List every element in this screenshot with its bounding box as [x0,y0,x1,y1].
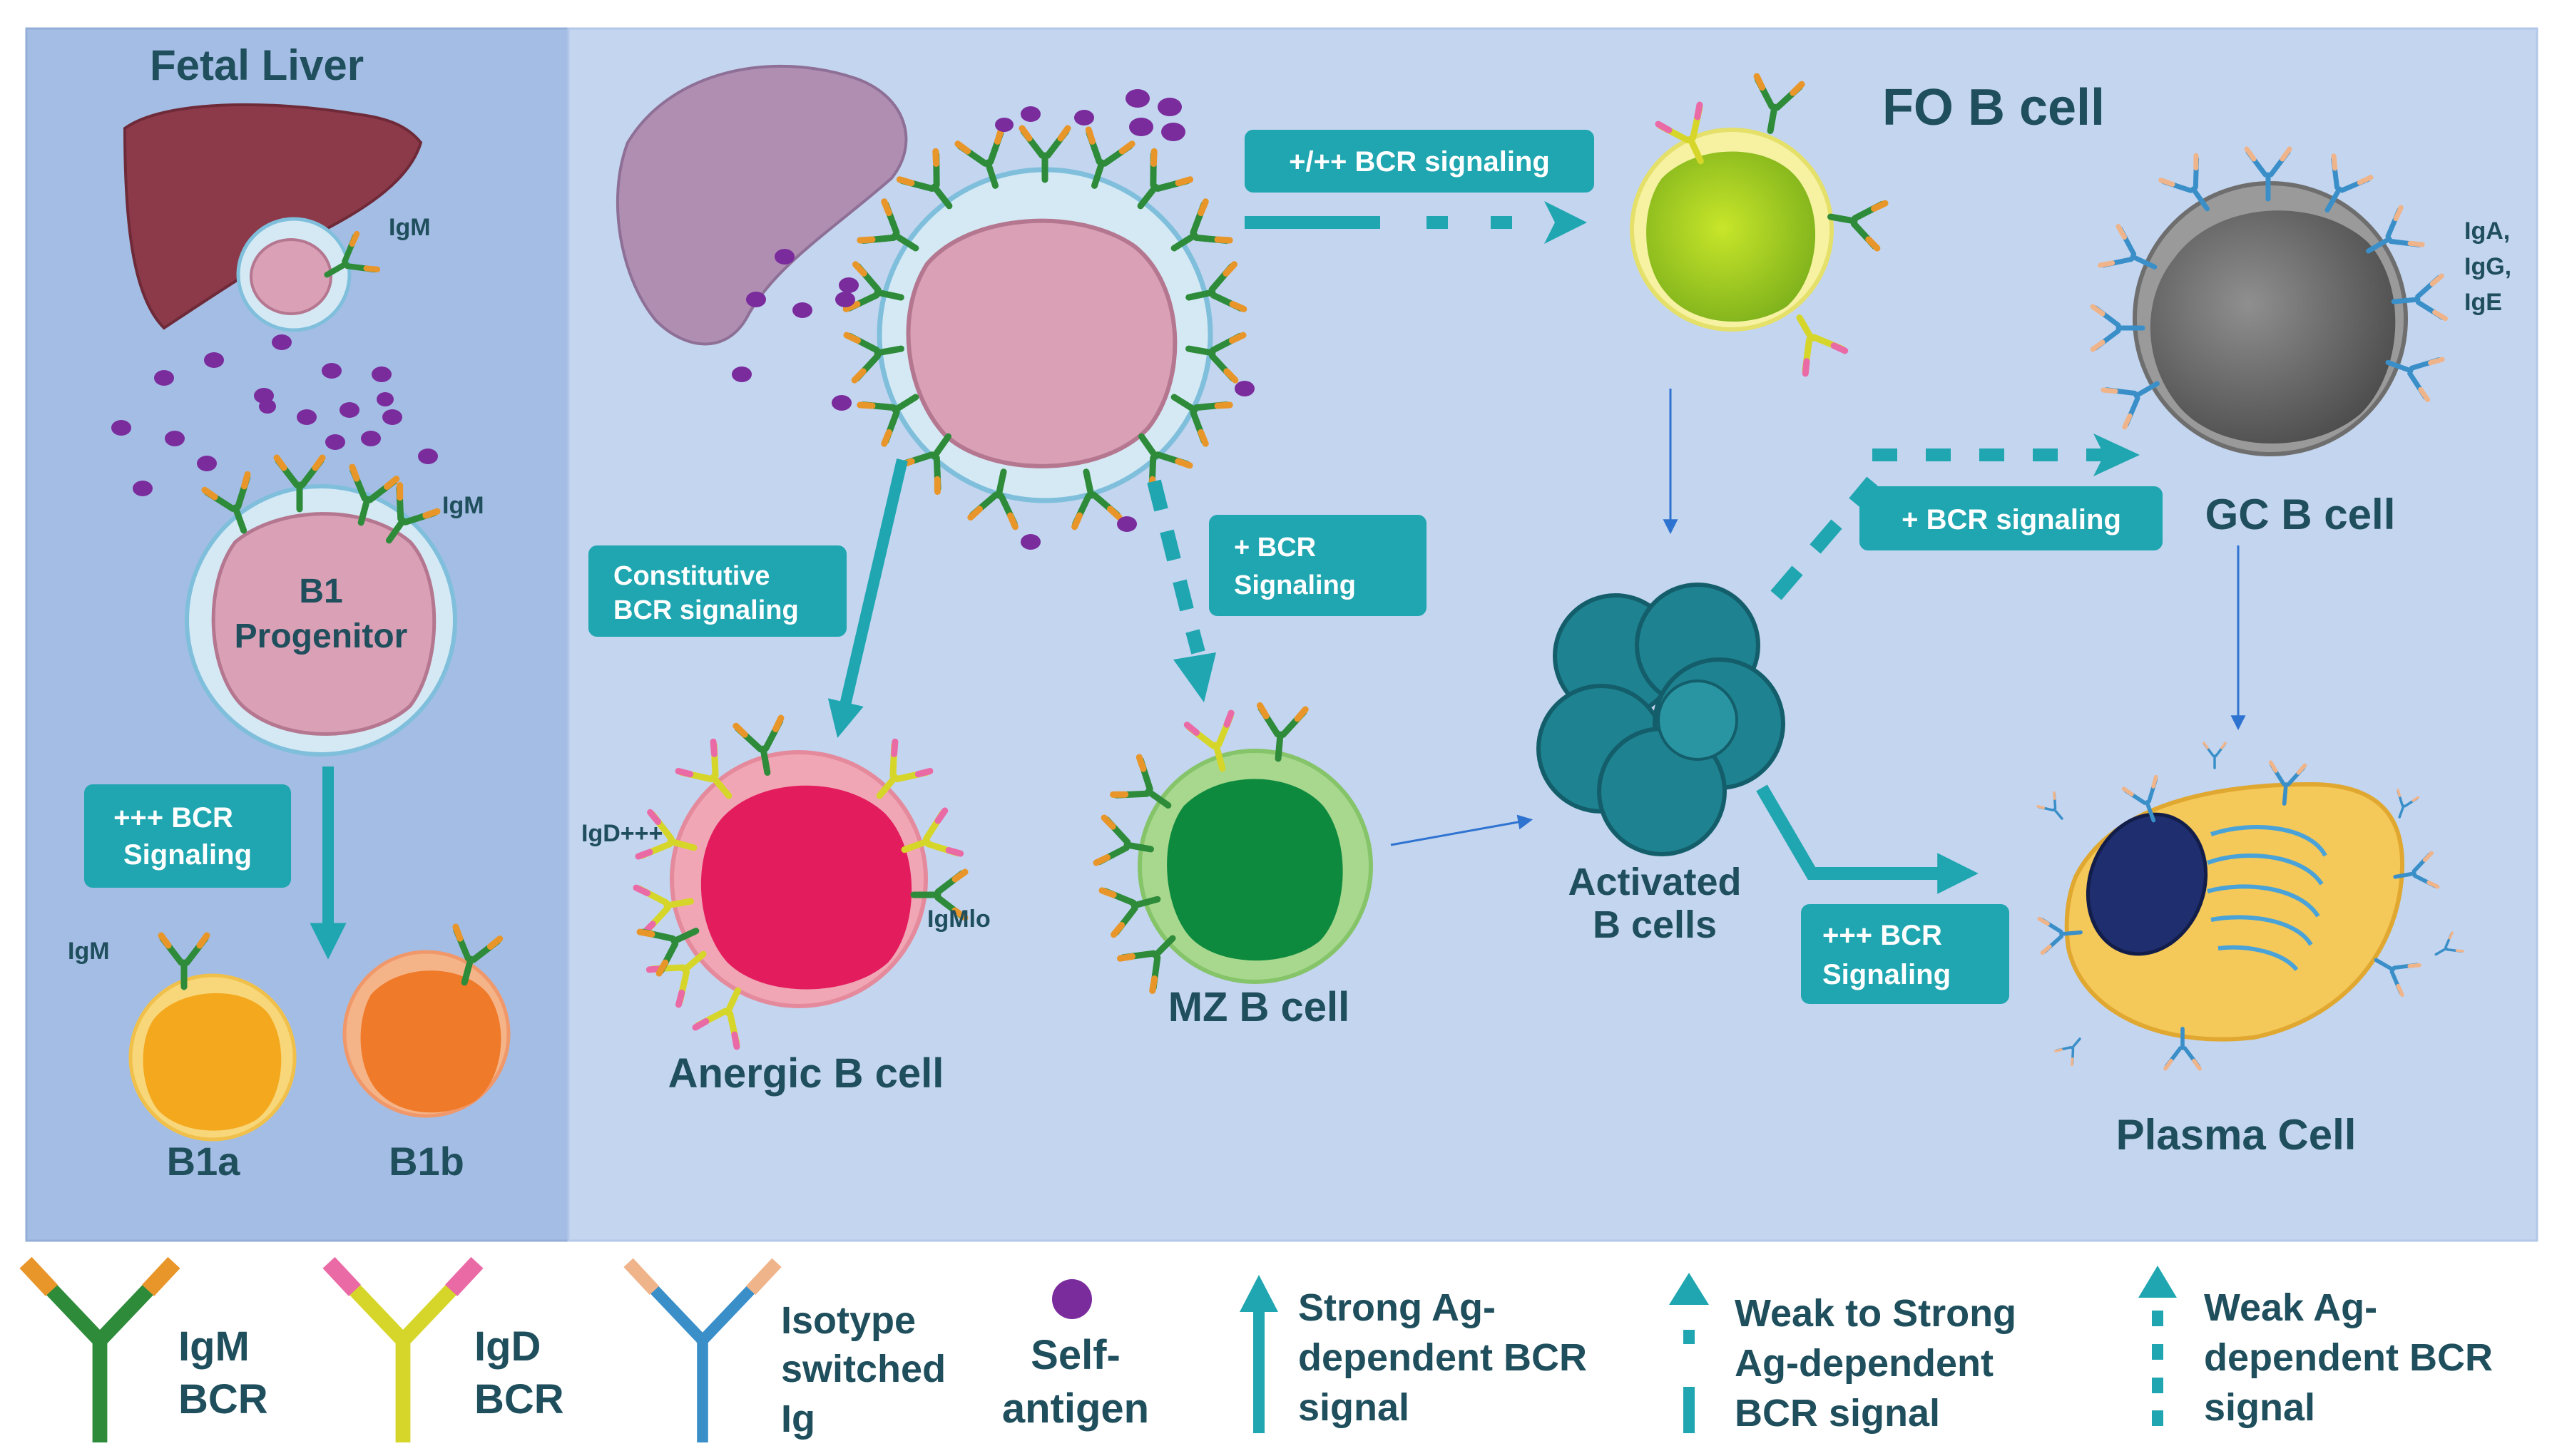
plasma-signal-box [1801,904,2009,1004]
activated-to-gc-dash-arrow [1770,434,2140,600]
igd-plus-label: IgD+++ [581,820,663,847]
immature-b-cell-nucleus [906,218,1178,468]
self-antigen-cluster-left [111,334,438,496]
legend-strong-line3: signal [1298,1386,1409,1429]
b1-progenitor-label-line1: B1 [299,573,342,610]
constitutive-signal-line1: Constitutive [613,561,770,591]
legend-igd-icon [322,1256,484,1442]
constitutive-signal-line2: BCR signaling [613,595,799,625]
mz-signal-line1: + BCR [1234,533,1316,563]
fo-signal-box [1245,130,1594,193]
left-signal-box-line1: +++ BCR [113,802,233,834]
constitutive-signal-arrow [827,458,908,738]
legend-weak-line1: Weak Ag- [2204,1286,2377,1329]
self-antigen-cluster-spleen [732,89,1185,382]
legend-weak-line3: signal [2204,1386,2315,1429]
b1b-cell-nucleus [360,970,501,1113]
igm-label-progenitor: IgM [442,492,484,519]
legend-igm-icon [19,1256,180,1442]
activated-to-plasma-arrow [1756,784,1979,894]
igmlo-label: IgMlo [927,906,991,933]
mz-to-activated-arrow [1390,814,1533,846]
fetal-liver-title: Fetal Liver [150,41,364,89]
iga-label: IgA, [2464,217,2510,245]
constitutive-signal-box [588,545,847,637]
legend-isotype-line1: Isotype [781,1299,916,1342]
anergic-b-cell-label: Anergic B cell [668,1050,944,1097]
legend-igd-line2: BCR [474,1376,564,1422]
mz-b-cell-nucleus [1167,779,1343,961]
fo-signal-box-text: +/++ BCR signaling [1289,146,1550,178]
fo-dash-arrow [1245,201,1587,244]
ige-label: IgE [2464,289,2502,316]
fetal-liver-organ [123,103,423,330]
gc-b-cell-nucleus [2150,210,2396,444]
legend-wts-line3: BCR signal [1735,1392,1940,1435]
b1-progenitor-nucleus [211,512,437,736]
b1-progenitor-label-line2: Progenitor [235,617,408,655]
mz-dash-arrow [1147,479,1216,702]
legend-self-line2: antigen [1002,1385,1149,1432]
legend-isotype-line3: Ig [781,1398,815,1440]
left-signal-box [84,784,291,888]
left-signal-box-line2: Signaling [123,839,252,871]
legend-isotype-icon [623,1258,782,1442]
activated-b-cells-line1: Activated [1568,861,1741,903]
bound-self-antigens [832,106,1255,550]
igg-label: IgG, [2464,253,2511,280]
legend-weak-arrow-icon [2138,1266,2177,1426]
gc-signal-box-text: + BCR signaling [1902,504,2121,535]
legend-wts-line1: Weak to Strong [1735,1292,2016,1335]
legend-strong-line1: Strong Ag- [1298,1286,1496,1329]
legend-self-line1: Self- [1031,1332,1121,1378]
legend: IgM BCR IgD BCR Isotype switched Ig Self… [19,1256,2493,1442]
spleen-organ [616,64,908,346]
activated-b-cells-line2: B cells [1593,903,1717,946]
igm-label-b1a: IgM [68,938,110,965]
legend-igm-line2: BCR [178,1376,268,1422]
anergic-b-cell-nucleus [700,785,912,990]
plasma-signal-line1: +++ BCR [1822,920,1942,951]
legend-wts-line2: Ag-dependent [1735,1342,1994,1385]
legend-weak-line2: dependent BCR [2204,1336,2493,1379]
legend-strong-arrow-icon [1240,1275,1278,1433]
fo-b-cell-title: FO B cell [1882,79,2105,136]
mz-b-cell-label: MZ B cell [1168,984,1350,1030]
legend-igd-line1: IgD [474,1323,541,1370]
gc-b-cell-label: GC B cell [2205,491,2396,538]
legend-weak-to-strong-arrow-icon [1669,1273,1709,1433]
legend-igm-line1: IgM [178,1323,250,1370]
legend-isotype-line2: switched [781,1348,946,1390]
b1a-label: B1a [167,1139,241,1184]
fetal-liver-cell-nucleus [250,238,332,315]
fo-b-cell-nucleus [1646,151,1816,322]
mz-signal-line2: Signaling [1234,570,1356,600]
igm-label-fetal-liver: IgM [389,214,431,241]
plasma-cell-er [2206,825,2327,971]
plasma-cell-label: Plasma Cell [2116,1111,2357,1159]
b1a-cell-nucleus [143,993,282,1131]
plasma-cell-nucleus [2086,812,2208,956]
legend-strong-line2: dependent BCR [1298,1336,1587,1379]
mz-signal-box [1209,515,1426,616]
gc-signal-box [1859,486,2163,550]
legend-self-antigen-icon [1052,1279,1092,1319]
b1b-label: B1b [389,1139,464,1184]
plasma-signal-line2: Signaling [1822,959,1951,990]
activated-b-cells-cluster [1536,583,1785,856]
